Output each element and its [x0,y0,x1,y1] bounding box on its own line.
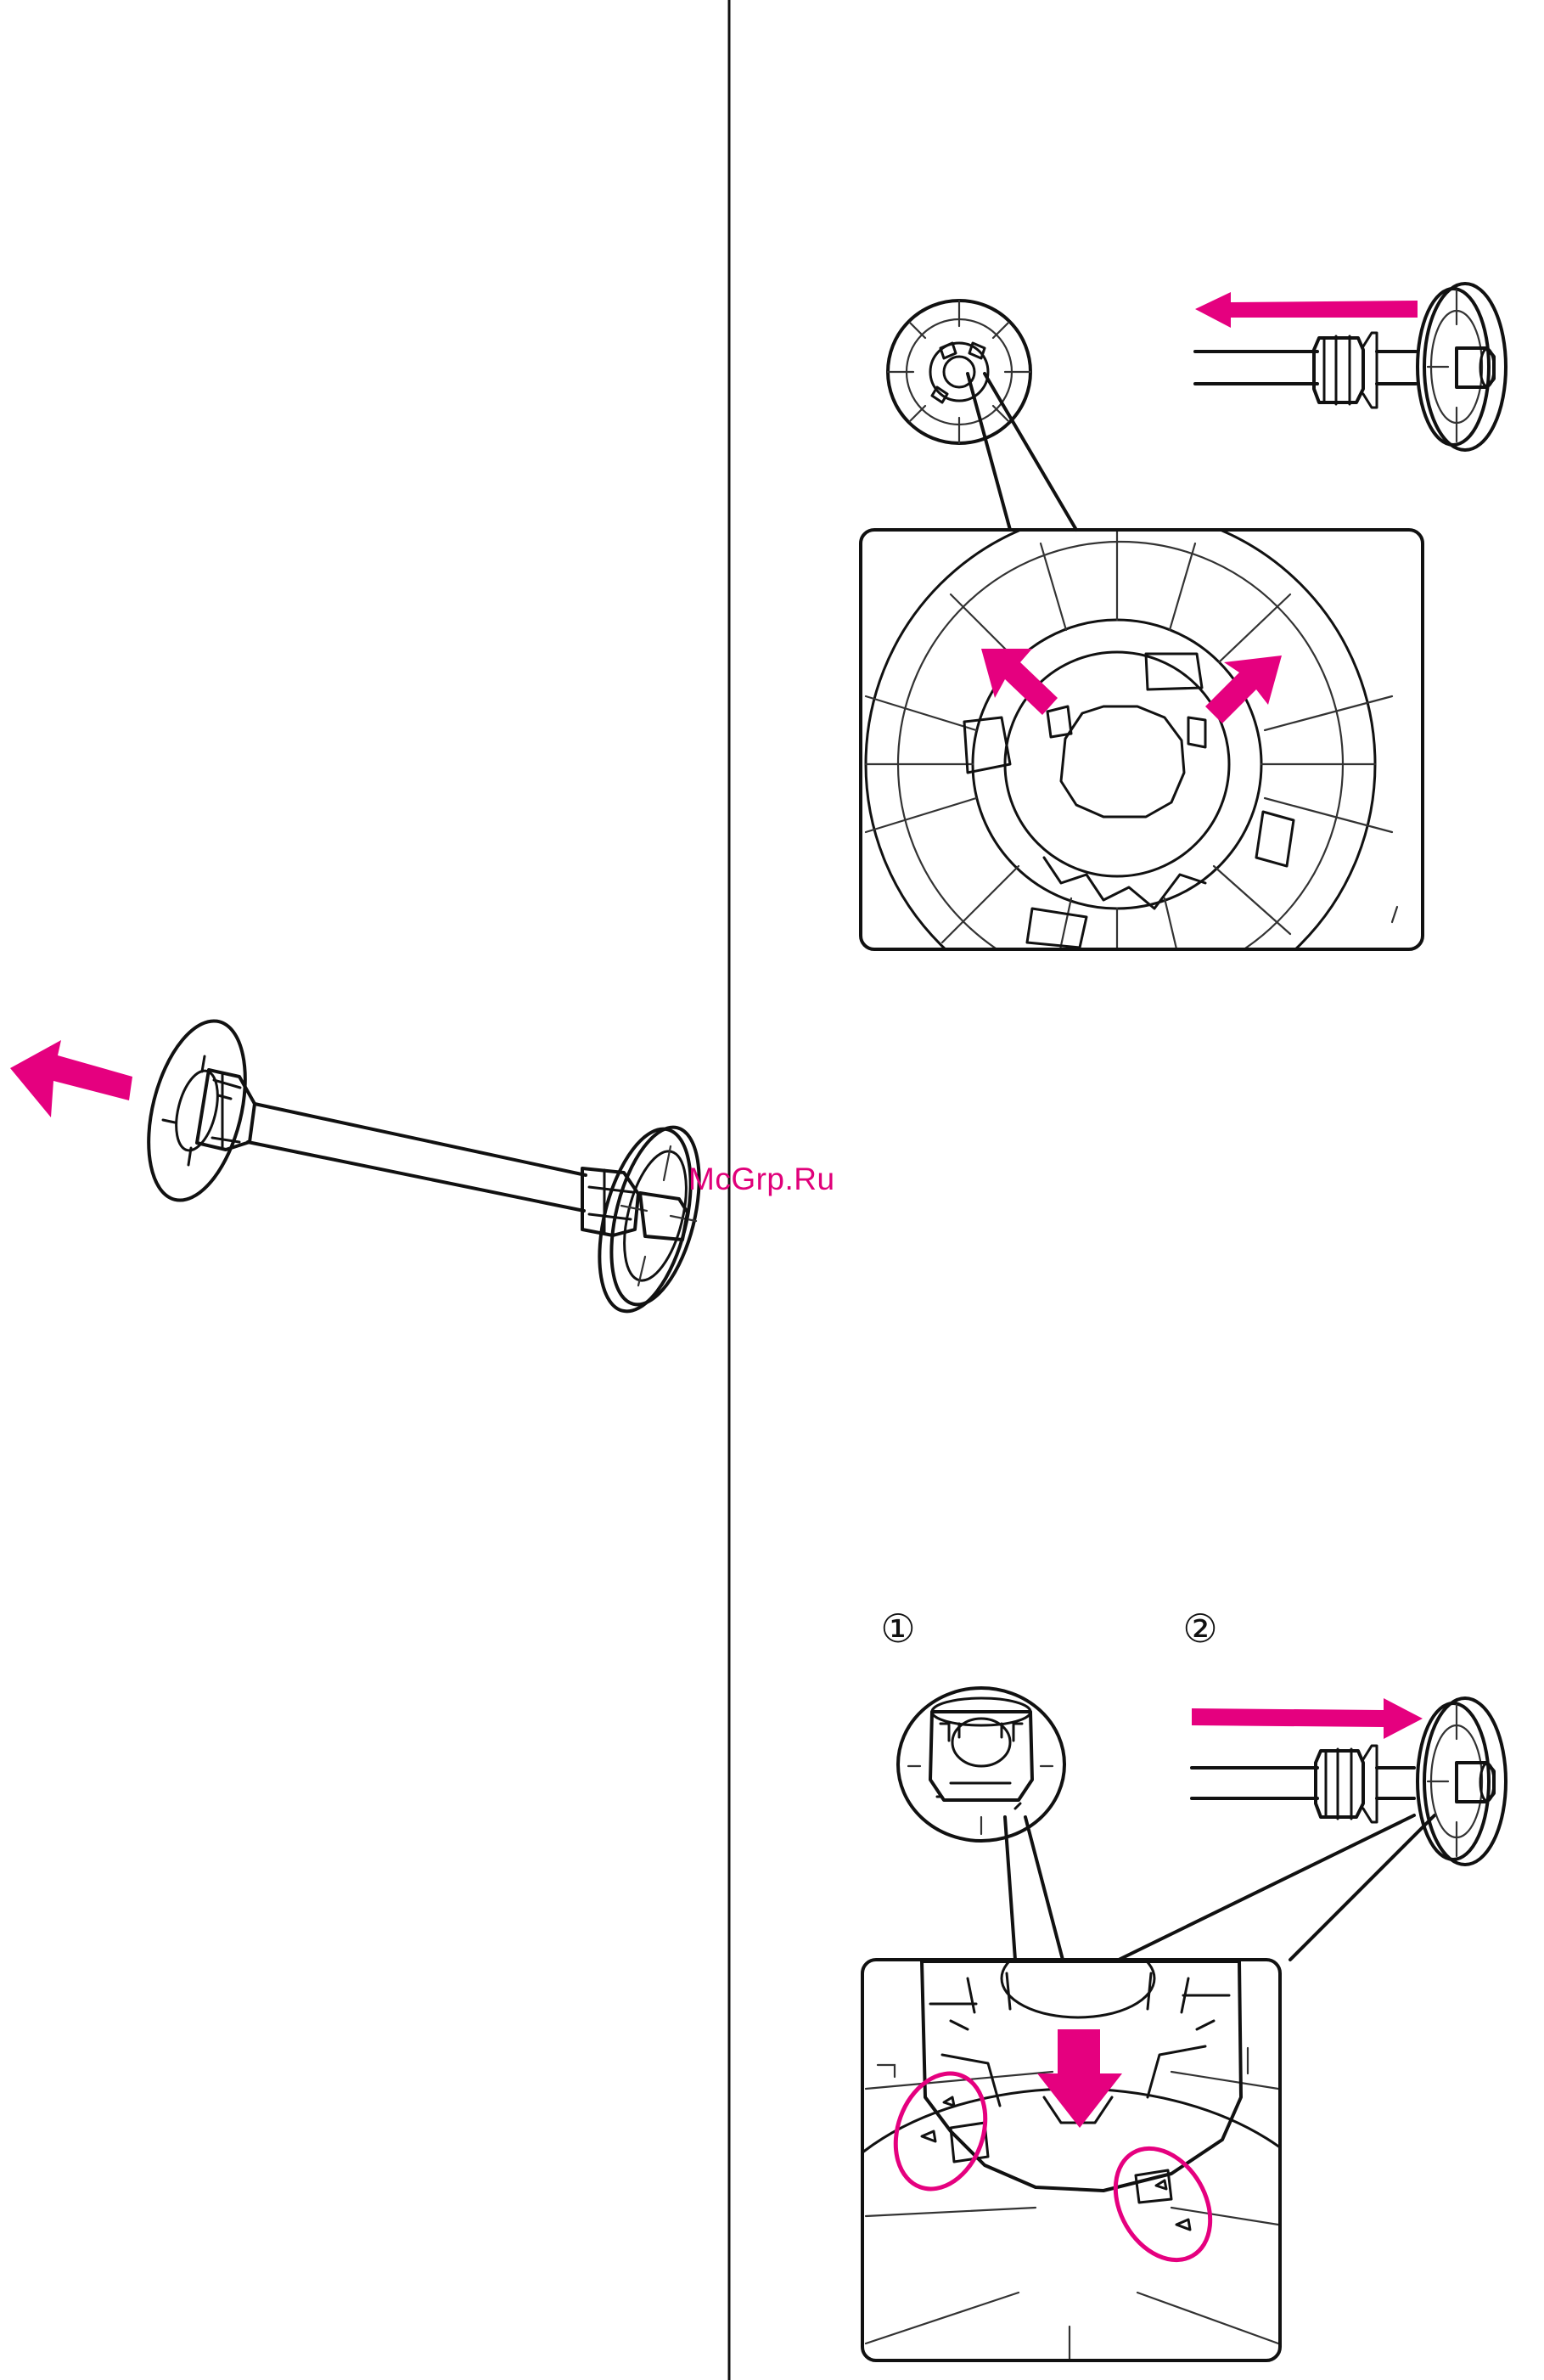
arrow-diagonal-icon [981,649,1058,715]
spindle-icon [248,1104,586,1211]
arrow-right-icon [1192,1698,1423,1739]
flange-icon [132,1011,261,1211]
arrow-left-icon [10,1040,132,1117]
flange-icon [582,1118,716,1320]
release-tab [1027,909,1086,948]
arrow-left-icon [1195,292,1418,328]
arrow-down-icon [1037,2029,1122,2128]
flange-icon [898,1688,1064,1841]
flange-icon [888,301,1030,443]
watermark-text: McGrp.Ru [688,1162,835,1197]
zoom-callout-box [861,530,1423,949]
step-number-2: ② [1176,1605,1224,1652]
circle-highlight-icon [1097,2131,1230,2276]
zoom-callout-box [862,1960,1280,2360]
release-tab [1256,812,1294,866]
left-spindle-illustration [10,1011,716,1321]
right-top-illustration [861,284,1506,1019]
release-tab [1188,717,1205,747]
step-number-1: ① [874,1605,922,1652]
right-bottom-illustration [803,1688,1506,2380]
arrow-diagonal-icon [1205,655,1282,723]
release-tab [1047,706,1071,737]
